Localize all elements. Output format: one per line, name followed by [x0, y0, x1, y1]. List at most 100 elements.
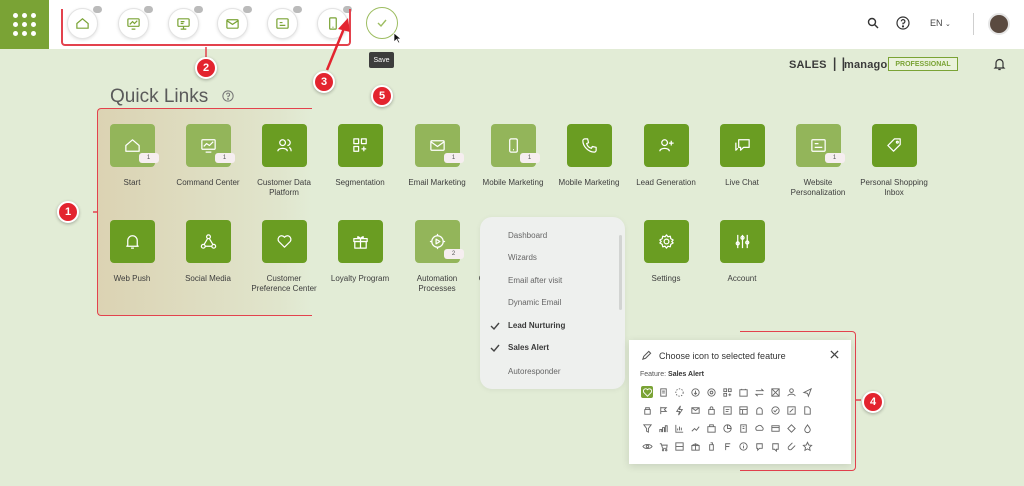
- icon-option[interactable]: [641, 404, 653, 416]
- icon-option[interactable]: [673, 422, 685, 434]
- icon-option[interactable]: [737, 386, 749, 398]
- tile-live-chat[interactable]: Live Chat: [706, 124, 778, 188]
- icon-option[interactable]: [657, 440, 669, 452]
- icon-option[interactable]: [785, 386, 797, 398]
- icon-option[interactable]: [657, 422, 669, 434]
- tile-label: Web Push: [113, 274, 151, 283]
- icon-option[interactable]: [673, 440, 685, 452]
- check-icon: [490, 344, 500, 353]
- icon-option[interactable]: [641, 440, 653, 452]
- icon-option[interactable]: [689, 422, 701, 434]
- icon-option[interactable]: [705, 422, 717, 434]
- remove-badge[interactable]: [194, 6, 203, 13]
- icon-option[interactable]: [705, 440, 717, 452]
- search-icon[interactable]: [867, 17, 879, 29]
- icon-option[interactable]: [689, 386, 701, 398]
- submenu-item[interactable]: Email after visit: [508, 276, 563, 285]
- submenu-item[interactable]: Autoresponder: [508, 367, 561, 376]
- submenu-item[interactable]: Dashboard: [508, 231, 548, 240]
- tile-segmentation[interactable]: Segmentation: [324, 124, 396, 188]
- icon-option[interactable]: [689, 440, 701, 452]
- icon-option[interactable]: [801, 440, 813, 452]
- icon-option[interactable]: [641, 422, 653, 434]
- icon-option[interactable]: [657, 386, 669, 398]
- icon-option[interactable]: [657, 404, 669, 416]
- icon-option[interactable]: [689, 404, 701, 416]
- icon-option[interactable]: [785, 422, 797, 434]
- icon-option[interactable]: [769, 386, 781, 398]
- submenu-item[interactable]: Sales Alert: [508, 343, 550, 352]
- icon-option[interactable]: [721, 386, 733, 398]
- icon-option[interactable]: [801, 422, 813, 434]
- quick-button-presentation[interactable]: [168, 6, 203, 39]
- tile-web-push[interactable]: Web Push: [96, 220, 168, 284]
- icon-option[interactable]: [705, 404, 717, 416]
- language-selector[interactable]: EN ⌄: [930, 18, 951, 28]
- notification-bell-icon[interactable]: [993, 57, 1006, 71]
- submenu-item[interactable]: Lead Nurturing: [508, 321, 566, 330]
- submenu-scrollbar[interactable]: [619, 235, 622, 310]
- icon-option[interactable]: [737, 440, 749, 452]
- sliders-icon: [735, 234, 749, 249]
- submenu-item[interactable]: Dynamic Email: [508, 298, 562, 307]
- tile-personal-shopping-inbox[interactable]: Personal Shopping Inbox: [858, 124, 930, 198]
- glyph-icon: [641, 443, 653, 449]
- icon-option[interactable]: [801, 404, 813, 416]
- icon-option[interactable]: [737, 422, 749, 434]
- icon-option[interactable]: [753, 440, 765, 452]
- quick-button-email[interactable]: [217, 6, 252, 39]
- marker-2: 2: [195, 57, 217, 79]
- tile-lead-generation[interactable]: Lead Generation: [630, 124, 702, 188]
- remove-badge[interactable]: [93, 6, 102, 13]
- remove-badge[interactable]: [144, 6, 153, 13]
- icon-option[interactable]: [769, 422, 781, 434]
- quick-links-help-icon[interactable]: [222, 90, 234, 102]
- icon-option[interactable]: [753, 404, 765, 416]
- tile-social-media[interactable]: Social Media: [172, 220, 244, 284]
- tile-count-badge: 2: [443, 249, 464, 259]
- tile-settings[interactable]: Settings: [630, 220, 702, 284]
- submenu-item[interactable]: Wizards: [508, 253, 537, 262]
- icon-option[interactable]: [737, 404, 749, 416]
- icon-option[interactable]: [785, 404, 797, 416]
- tile-loyalty-program[interactable]: Loyalty Program: [324, 220, 396, 284]
- icon-option[interactable]: [721, 422, 733, 434]
- glyph-icon: [771, 442, 779, 452]
- remove-badge[interactable]: [293, 6, 302, 13]
- icon-option[interactable]: [753, 386, 765, 398]
- quick-button-personalization[interactable]: [267, 6, 302, 39]
- apps-menu-button[interactable]: [0, 0, 49, 49]
- icon-option[interactable]: [769, 440, 781, 452]
- selected-heart-icon[interactable]: [641, 386, 653, 398]
- icon-option[interactable]: [753, 422, 765, 434]
- avatar[interactable]: [988, 13, 1010, 35]
- tile-account[interactable]: Account: [706, 220, 778, 284]
- close-icon[interactable]: [830, 350, 839, 359]
- icon-option[interactable]: [801, 386, 813, 398]
- icon-option[interactable]: [673, 386, 685, 398]
- icon-option[interactable]: [785, 440, 797, 452]
- quick-button-command-center[interactable]: [118, 6, 153, 39]
- gear-icon: [658, 234, 674, 249]
- icon-option[interactable]: [705, 386, 717, 398]
- save-button[interactable]: [366, 7, 398, 39]
- tile-mobile-marketing[interactable]: Mobile Marketing: [553, 124, 625, 188]
- tile-customer-data-platform[interactable]: Customer Data Platform: [248, 124, 320, 198]
- check-icon: [490, 322, 500, 331]
- quick-button-home[interactable]: [67, 6, 102, 39]
- remove-badge[interactable]: [243, 6, 252, 13]
- icon-option[interactable]: [769, 404, 781, 416]
- tile-icon-box: [871, 124, 917, 167]
- icon-option[interactable]: [721, 440, 733, 452]
- tile-customer-preference-center[interactable]: Customer Preference Center: [248, 220, 320, 294]
- icon-option[interactable]: [673, 404, 685, 416]
- help-icon[interactable]: [896, 16, 910, 30]
- icon-option[interactable]: [721, 404, 733, 416]
